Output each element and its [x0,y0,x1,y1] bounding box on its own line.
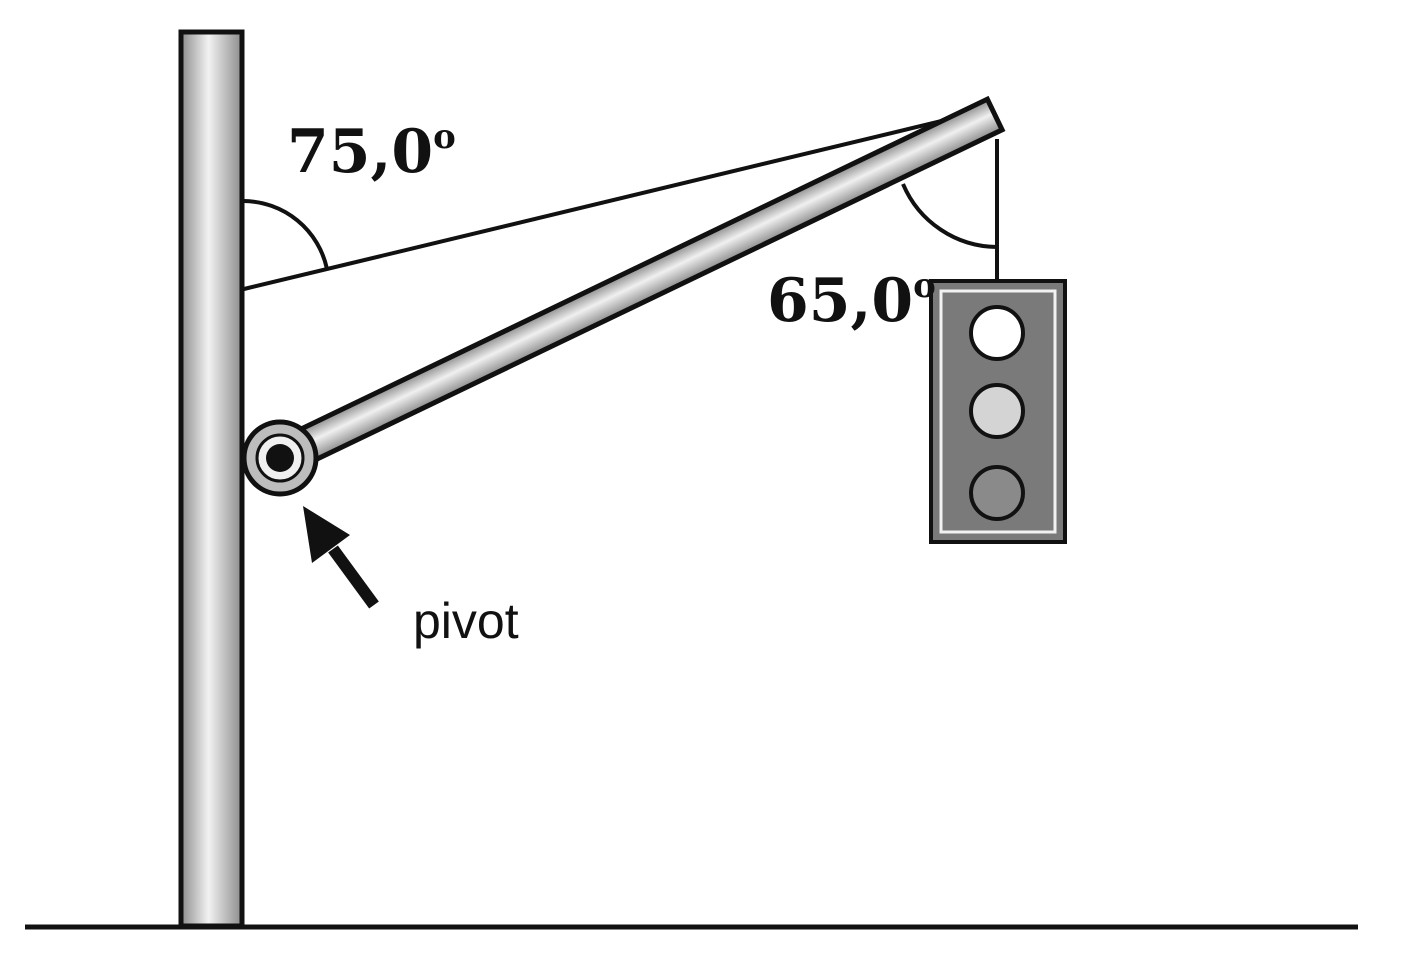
upper-angle-label: 75,0o [287,117,456,187]
lower-angle-label: 65,0o [767,266,936,336]
top-lamp [969,305,1025,361]
upper-angle-arc [243,199,329,270]
support-cable [243,109,984,291]
pivot-joint [241,419,319,497]
vertical-pole [178,29,245,929]
traffic-light [929,279,1067,544]
pivot-arrow [303,506,379,609]
pivot-label: pivot [413,593,519,649]
lower-angle-arc [901,183,998,249]
middle-lamp [969,383,1025,439]
bottom-lamp [969,465,1025,521]
